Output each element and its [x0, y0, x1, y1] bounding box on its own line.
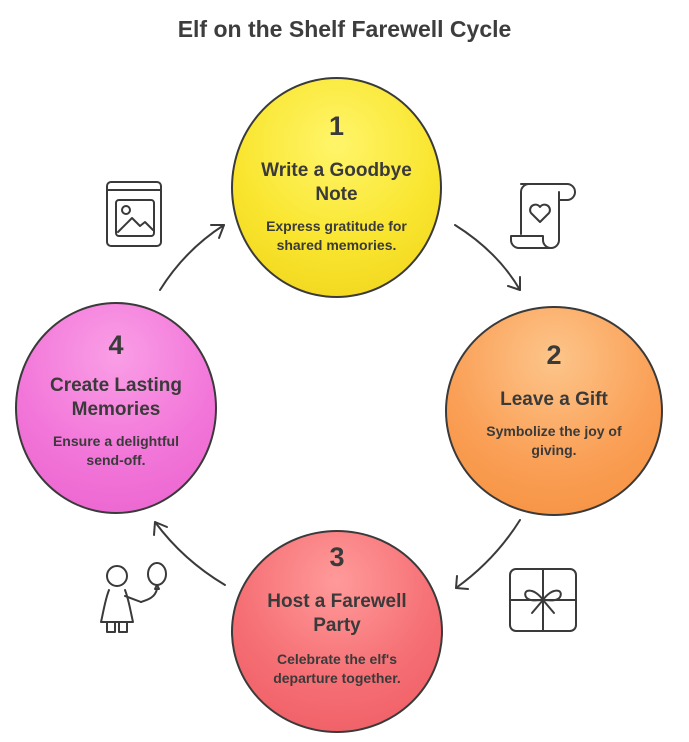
step-4-heading: Create Lasting Memories: [50, 375, 182, 420]
step-3-circle: 3 Host a Farewell Party Celebrate the el…: [231, 530, 443, 733]
step-2-number: 2: [546, 340, 562, 370]
step-3-description: Celebrate the elf's departure together.: [273, 651, 401, 686]
step-4-description: Ensure a delightful send-off.: [52, 433, 179, 468]
arrow-1-to-2: [454, 224, 521, 291]
arrow-3-to-4: [153, 521, 226, 586]
arrow-4-to-1: [159, 224, 225, 291]
step-1-number: 1: [328, 111, 345, 141]
arrow-2-to-3: [455, 519, 521, 590]
step-3-number: 3: [329, 542, 345, 572]
step-1-heading: Write a Goodbye Note: [261, 160, 412, 205]
step-4-circle: 4 Create Lasting Memories Ensure a delig…: [15, 302, 217, 514]
step-1-description: Express gratitude for shared memories.: [266, 218, 407, 253]
diagram-title: Elf on the Shelf Farewell Cycle: [177, 16, 512, 42]
step-3-heading: Host a Farewell Party: [267, 591, 407, 636]
step-2-heading: Leave a Gift: [500, 389, 608, 410]
step-2-description: Symbolize the joy of giving.: [486, 423, 622, 458]
step-1-circle: 1 Write a Goodbye Note Express gratitude…: [231, 77, 442, 298]
love-letter-scroll-icon: [510, 183, 576, 249]
child-with-balloon-icon: [100, 562, 167, 633]
photo-album-icon: [106, 181, 162, 247]
step-2-circle: 2 Leave a Gift Symbolize the joy of givi…: [445, 306, 663, 516]
step-4-number: 4: [108, 330, 124, 360]
gift-box-icon: [509, 568, 577, 632]
